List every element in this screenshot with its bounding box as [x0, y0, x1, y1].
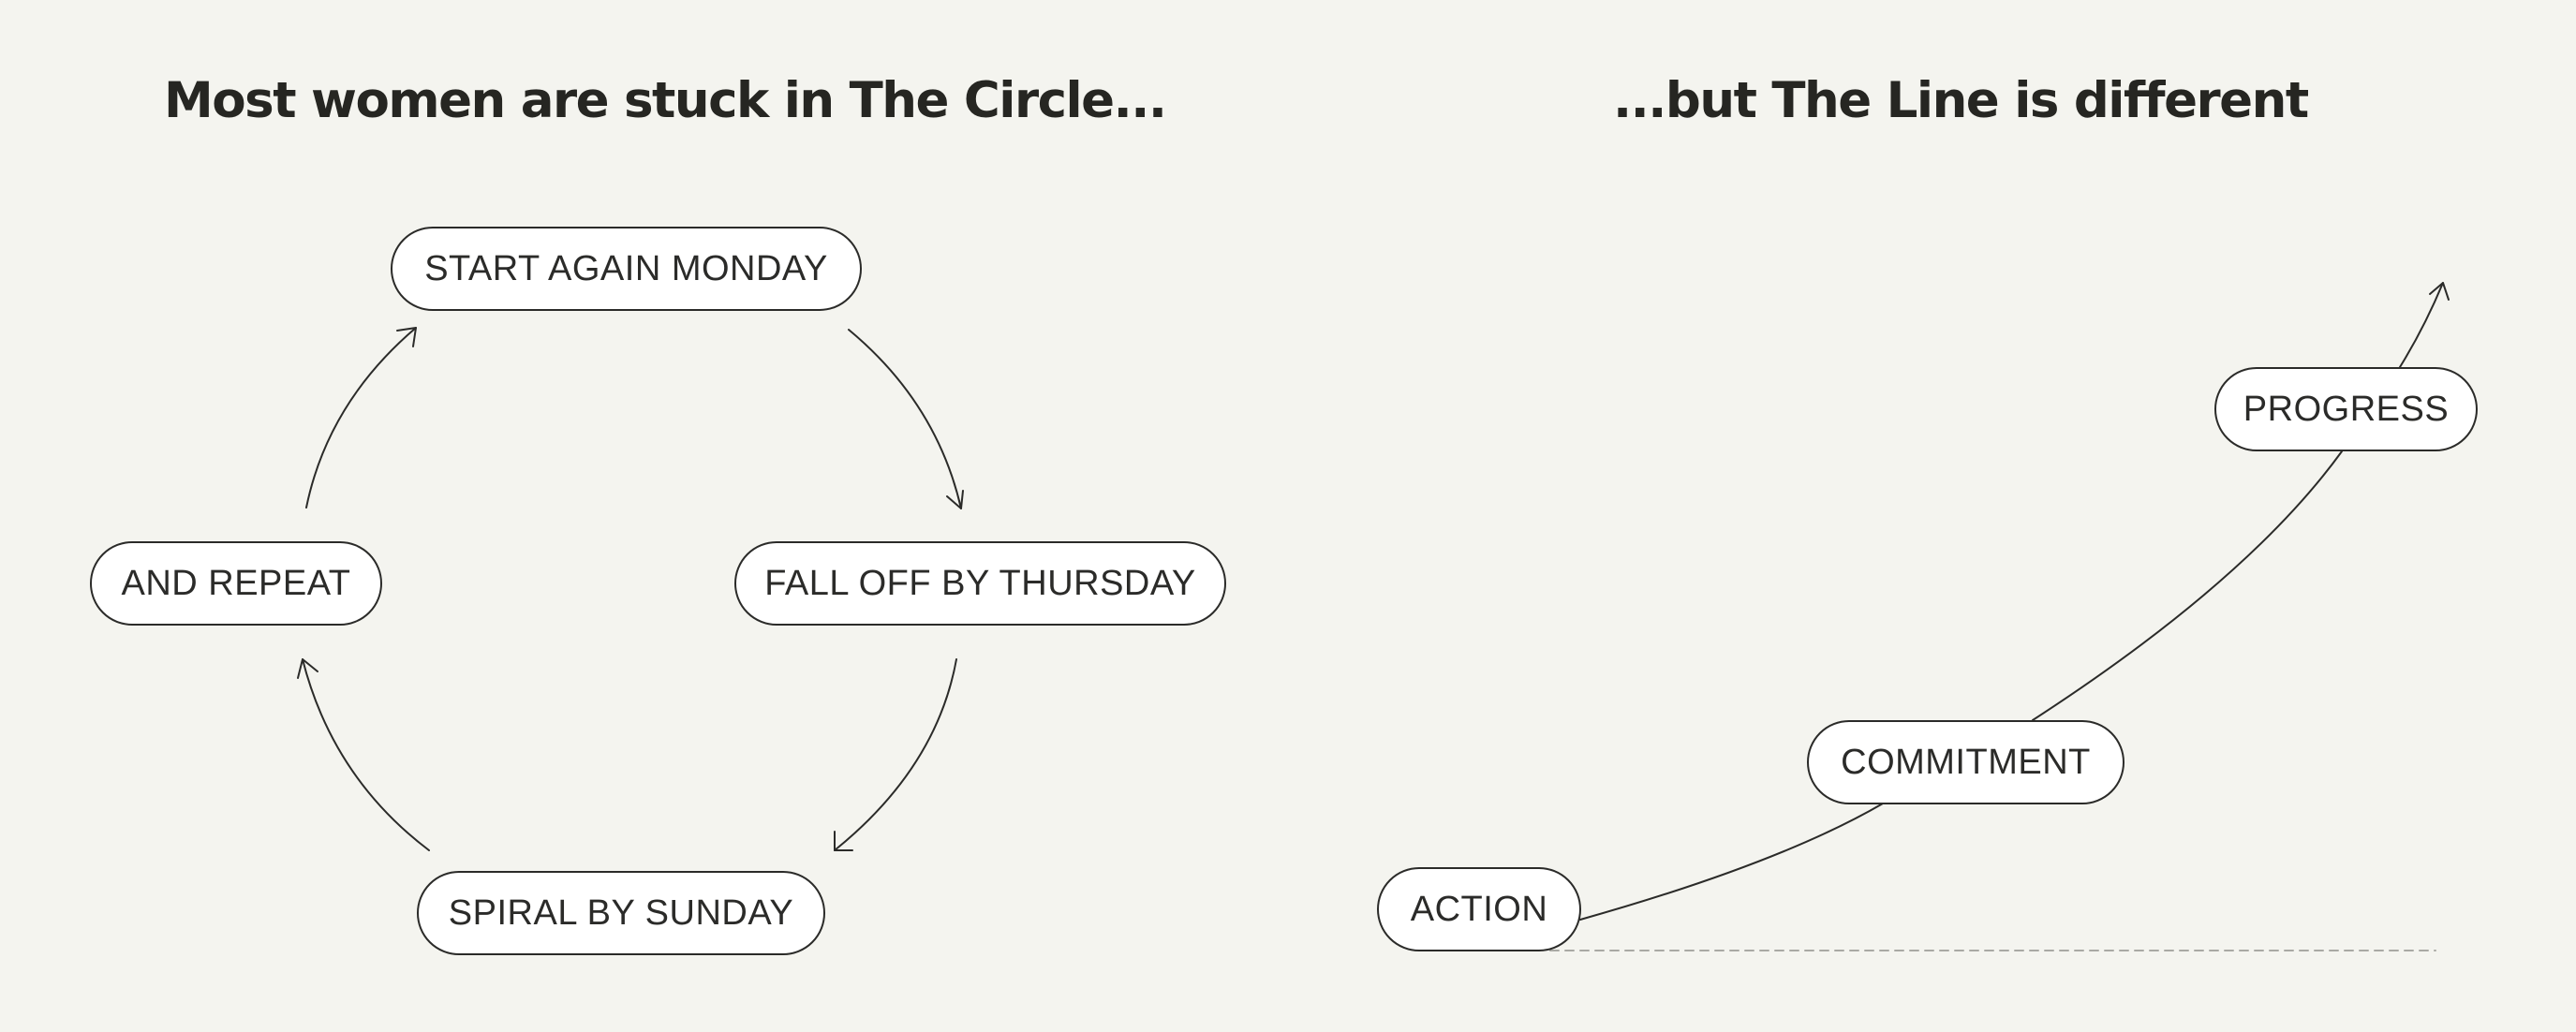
arrow-start-to-fall-head	[946, 490, 964, 509]
arrow-repeat-to-start-head	[396, 327, 417, 347]
line-step-commitment: COMMITMENT	[1807, 720, 2124, 804]
curve-progress-to-top	[2399, 282, 2444, 368]
line-heading: ...but The Line is different	[1613, 72, 2309, 129]
line-arrows	[1549, 282, 2450, 951]
circle-step-spiral-by-sunday: SPIRAL BY SUNDAY	[417, 871, 825, 955]
line-step-progress: PROGRESS	[2214, 367, 2478, 451]
arrow-fall-to-spiral	[834, 658, 957, 851]
arrow-spiral-to-repeat-head	[297, 658, 318, 679]
arrow-spiral-to-repeat	[302, 658, 430, 851]
circle-heading: Most women are stuck in The Circle...	[164, 72, 1167, 129]
circle-step-start-again-monday: START AGAIN MONDAY	[391, 227, 862, 311]
arrow-fall-to-spiral-head	[834, 831, 853, 851]
curve-action-to-commitment	[1579, 803, 1884, 921]
curve-commitment-to-progress	[2032, 450, 2343, 721]
arrow-repeat-to-start	[305, 327, 417, 509]
circle-step-and-repeat: AND REPEAT	[90, 541, 382, 626]
arrow-start-to-fall	[848, 329, 962, 509]
arrow-progress-head	[2429, 282, 2450, 301]
circle-step-fall-off-by-thursday: FALL OFF BY THURSDAY	[734, 541, 1226, 626]
line-step-action: ACTION	[1377, 867, 1581, 951]
circle-arrows	[297, 327, 964, 851]
